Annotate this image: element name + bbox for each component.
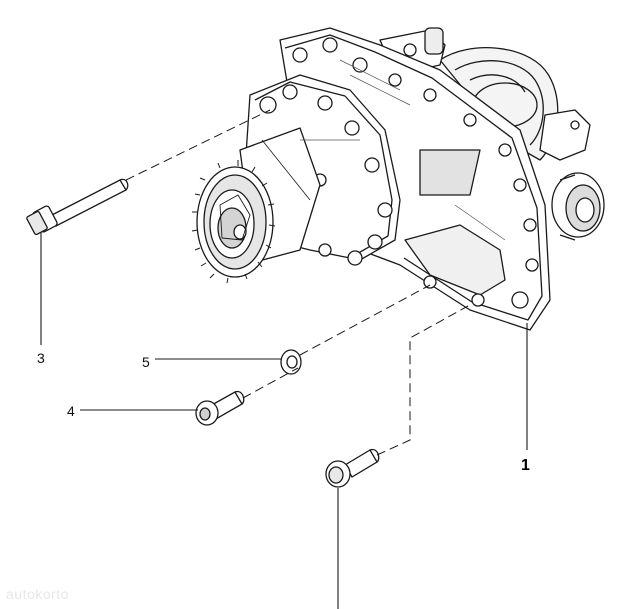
leader-lines: [40, 232, 528, 609]
callout-1: 1: [521, 457, 530, 474]
callout-5: 5: [142, 354, 150, 370]
transfer-case-assembly: [191, 27, 605, 331]
socket-bolt-part-4: [195, 390, 245, 426]
watermark: autokorto: [6, 586, 69, 602]
callout-3: 3: [37, 350, 45, 366]
long-bolt-part-3: [26, 178, 129, 236]
assembly-path-lines: [125, 109, 469, 456]
flange-bolt-lower: [325, 448, 380, 488]
callout-4: 4: [67, 403, 75, 419]
washer-part-5: [280, 349, 302, 375]
